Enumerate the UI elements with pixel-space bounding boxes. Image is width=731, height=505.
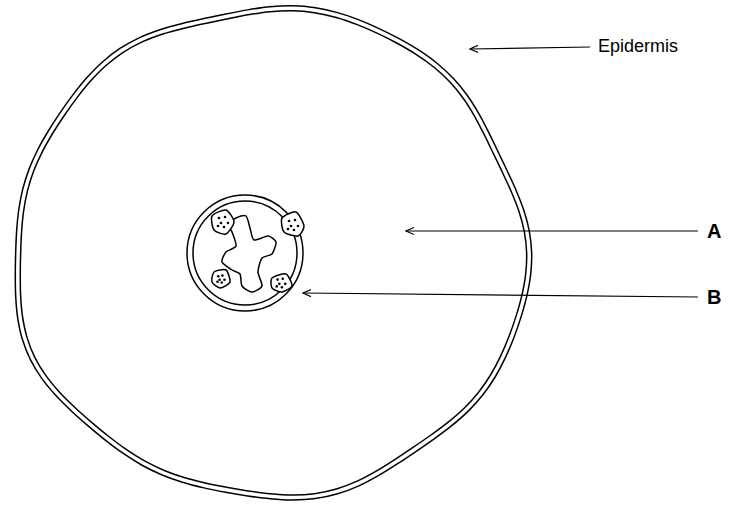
phloem-dot: [275, 285, 278, 288]
epidermis-line: [15, 6, 531, 500]
part-letter: A: [707, 220, 721, 242]
stele-ring: [193, 201, 297, 305]
phloem-dot: [220, 281, 223, 284]
phloem-dot: [281, 286, 284, 289]
phloem-dot: [217, 275, 220, 278]
phloem-patch: [211, 210, 234, 234]
stele-ring: [187, 195, 303, 311]
phloem-dot: [220, 222, 223, 225]
phloem-dot: [223, 226, 226, 229]
epidermis-outline: [15, 6, 531, 500]
leader-line: [406, 230, 698, 231]
stele: [187, 195, 304, 311]
phloem-dot: [278, 283, 281, 286]
phloem-dot: [223, 278, 226, 281]
phloem-dot: [216, 281, 219, 284]
phloem-dot: [294, 219, 297, 222]
phloem-dot: [276, 278, 279, 281]
part-letter: B: [707, 286, 721, 308]
phloem-dot: [281, 277, 284, 280]
part-label: Epidermis: [598, 37, 678, 57]
phloem-dot: [227, 222, 230, 225]
phloem-dot: [288, 220, 291, 223]
phloem-dot: [284, 283, 287, 286]
phloem-dot: [221, 274, 224, 277]
phloem-dot: [287, 228, 290, 231]
phloem-dot: [224, 216, 227, 219]
leader-line: [470, 47, 590, 49]
phloem-patch: [212, 270, 230, 288]
phloem-dot: [218, 217, 221, 220]
epidermis-line: [20, 11, 526, 495]
phloem-patch: [281, 212, 304, 236]
phloem-dot: [290, 225, 293, 228]
phloem-dot: [217, 225, 220, 228]
phloem-dot: [218, 278, 221, 281]
phloem-patch: [271, 274, 292, 292]
phloem-dot: [293, 229, 296, 232]
phloem-dot: [297, 225, 300, 228]
leader-line: [303, 293, 698, 297]
leader-lines: [303, 47, 698, 297]
